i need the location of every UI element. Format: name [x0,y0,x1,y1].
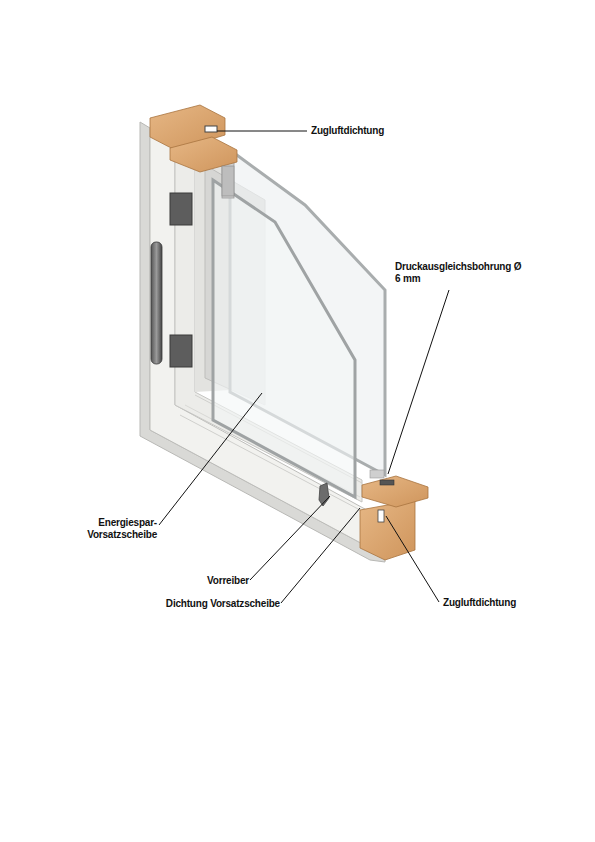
callout-label: Dichtung Vorsatzscheibe [130,598,280,610]
callout-label: Druckausgleichsbohrung Ø 6 mm [395,261,525,285]
callout-label: Energiespar- Vorsatzscheibe [67,517,157,541]
callout-label: Zugluftdichtung [443,597,563,609]
callout-label: Vorreiber [169,575,249,587]
callout-label: Zugluftdichtung [311,125,431,137]
